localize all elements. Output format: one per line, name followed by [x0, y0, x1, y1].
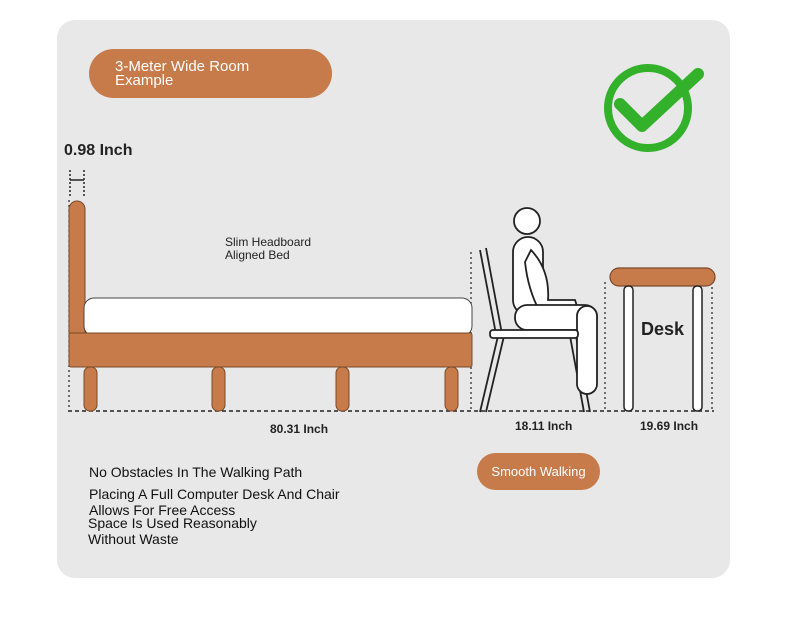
smooth-walking-pill: Smooth Walking — [477, 453, 600, 490]
room-example-line1: 3-Meter Wide Room — [115, 58, 250, 75]
desk-illustration — [609, 267, 716, 412]
note-line-5: Without Waste — [88, 531, 179, 547]
note-line-2: Placing A Full Computer Desk And Chair — [89, 486, 340, 502]
bed-title-line1: Slim Headboard — [225, 235, 312, 249]
desk-label: Desk — [641, 319, 685, 339]
bed-title-line2: Aligned Bed — [225, 248, 290, 262]
chair-depth-label: 18.11 Inch — [515, 419, 573, 433]
headboard-thickness-label: 0.98 Inch — [64, 142, 133, 159]
desk-depth-label: 19.69 Inch — [640, 419, 699, 433]
note-line-1: No Obstacles In The Walking Path — [89, 464, 303, 480]
note-line-4: Space Is Used Reasonably — [88, 515, 257, 531]
checkmark-circle-icon — [604, 64, 704, 152]
room-example-line2: Example — [115, 72, 174, 89]
note-line-3: Allows For Free Access — [89, 502, 236, 518]
headboard-dimension-marks — [69, 170, 85, 196]
chair-with-person-illustration — [479, 207, 598, 413]
bed-length-label: 80.31 Inch — [270, 422, 329, 436]
bed-illustration — [68, 200, 473, 412]
room-example-pill: 3-Meter Wide Room Example — [89, 49, 332, 98]
